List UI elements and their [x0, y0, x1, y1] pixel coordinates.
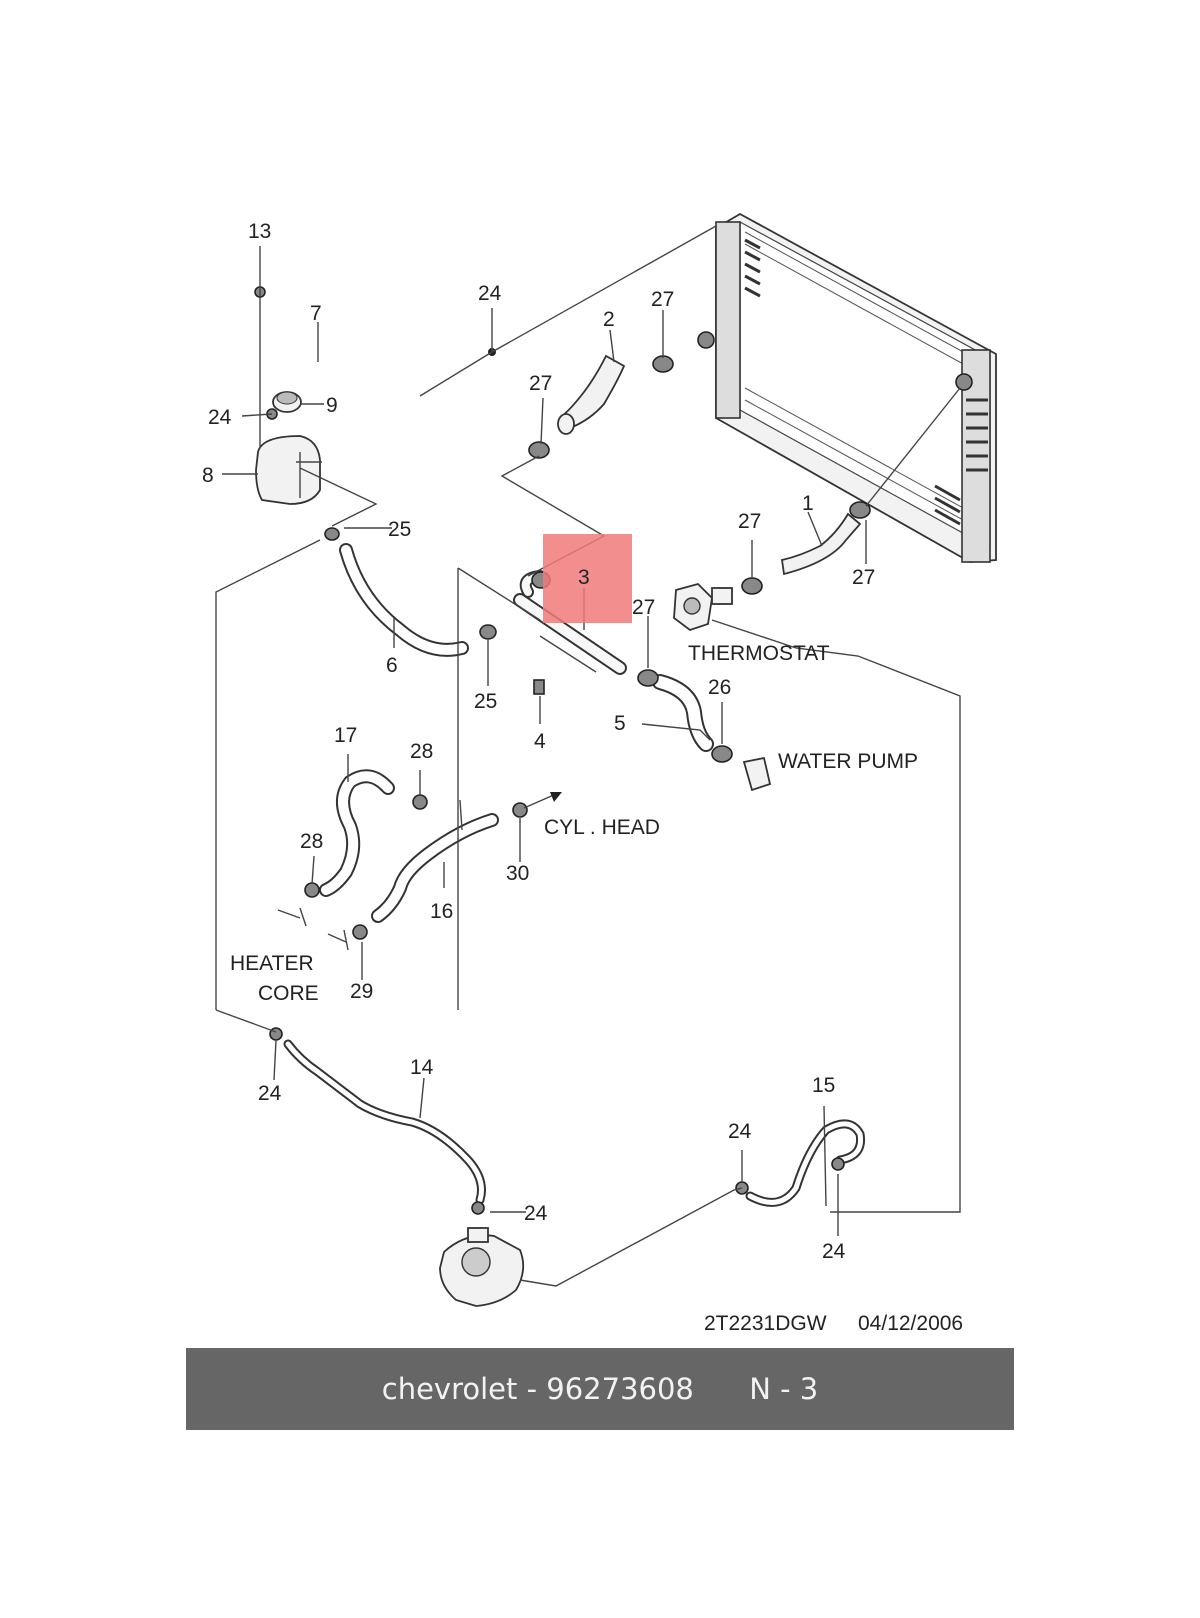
callout-27: 27: [651, 288, 674, 311]
hose-15: [745, 1119, 866, 1207]
hose-6: [339, 543, 469, 657]
pipe-3: [513, 570, 627, 675]
footer-caption: chevrolet - 96273608 N - 3: [186, 1348, 1014, 1430]
callout-27: 27: [529, 372, 552, 395]
callout-24: 24: [208, 406, 232, 429]
callout-30: 30: [506, 862, 529, 885]
hose-1: [780, 512, 862, 576]
label-core: CORE: [258, 982, 319, 1005]
callout-labels: 13 24 7 2 27 27 9 24 8 25 1 27 27 3 27 6…: [202, 220, 875, 1263]
callout-8: 8: [202, 464, 214, 487]
callout-24: 24: [524, 1202, 548, 1225]
callout-3: 3: [578, 566, 590, 589]
callout-2: 2: [603, 308, 615, 331]
callout-25: 25: [388, 518, 411, 541]
radiator: [697, 212, 997, 563]
label-thermostat: THERMOSTAT: [688, 642, 830, 665]
reservoir-cap: [272, 391, 302, 413]
callout-27: 27: [632, 596, 655, 619]
coolant-reservoir: [255, 435, 322, 505]
outlet-housing: [439, 1227, 525, 1307]
callout-24: 24: [822, 1240, 846, 1263]
callout-15: 15: [812, 1074, 835, 1097]
callout-25: 25: [474, 690, 497, 713]
callout-29: 29: [350, 980, 373, 1003]
callout-17: 17: [334, 724, 357, 747]
callout-28: 28: [300, 830, 323, 853]
drawing-code: 2T2231DGW: [704, 1312, 827, 1335]
callout-5: 5: [614, 712, 626, 735]
callout-27: 27: [852, 566, 875, 589]
footer-bar: chevrolet - 96273608 N - 3: [186, 1348, 1014, 1430]
cyl-head-arrow: [523, 792, 562, 809]
callout-16: 16: [430, 900, 453, 923]
callout-24: 24: [728, 1120, 752, 1143]
hose-7: [229, 351, 422, 404]
callout-24: 24: [478, 282, 502, 305]
hose-14: [283, 1039, 486, 1205]
thermostat-housing: [673, 582, 733, 632]
hose-16: [371, 813, 499, 923]
callout-26: 26: [708, 676, 731, 699]
drawing-date: 04/12/2006: [858, 1312, 963, 1335]
callout-6: 6: [386, 654, 398, 677]
callout-4: 4: [534, 730, 546, 753]
highlight-box: [543, 534, 632, 623]
callout-28: 28: [410, 740, 433, 763]
callout-1: 1: [802, 492, 814, 515]
hose-17: [319, 769, 395, 897]
footer-position: N - 3: [749, 1372, 819, 1406]
callout-13: 13: [248, 220, 271, 243]
heater-core-pipes: [277, 907, 349, 951]
hose-2: [557, 354, 626, 435]
water-pump-outlet: [742, 756, 772, 792]
hose-5: [652, 674, 714, 752]
footer-brand-part: chevrolet - 96273608: [381, 1372, 694, 1406]
component-labels: THERMOSTAT WATER PUMP CYL . HEAD HEATER …: [230, 642, 963, 1335]
label-heater: HEATER: [230, 952, 314, 975]
callout-14: 14: [410, 1056, 434, 1079]
label-cyl-head: CYL . HEAD: [544, 816, 660, 839]
label-water-pump: WATER PUMP: [778, 750, 918, 773]
callout-27: 27: [738, 510, 761, 533]
callout-7: 7: [310, 302, 322, 325]
callout-24: 24: [258, 1082, 282, 1105]
callout-9: 9: [326, 394, 338, 417]
